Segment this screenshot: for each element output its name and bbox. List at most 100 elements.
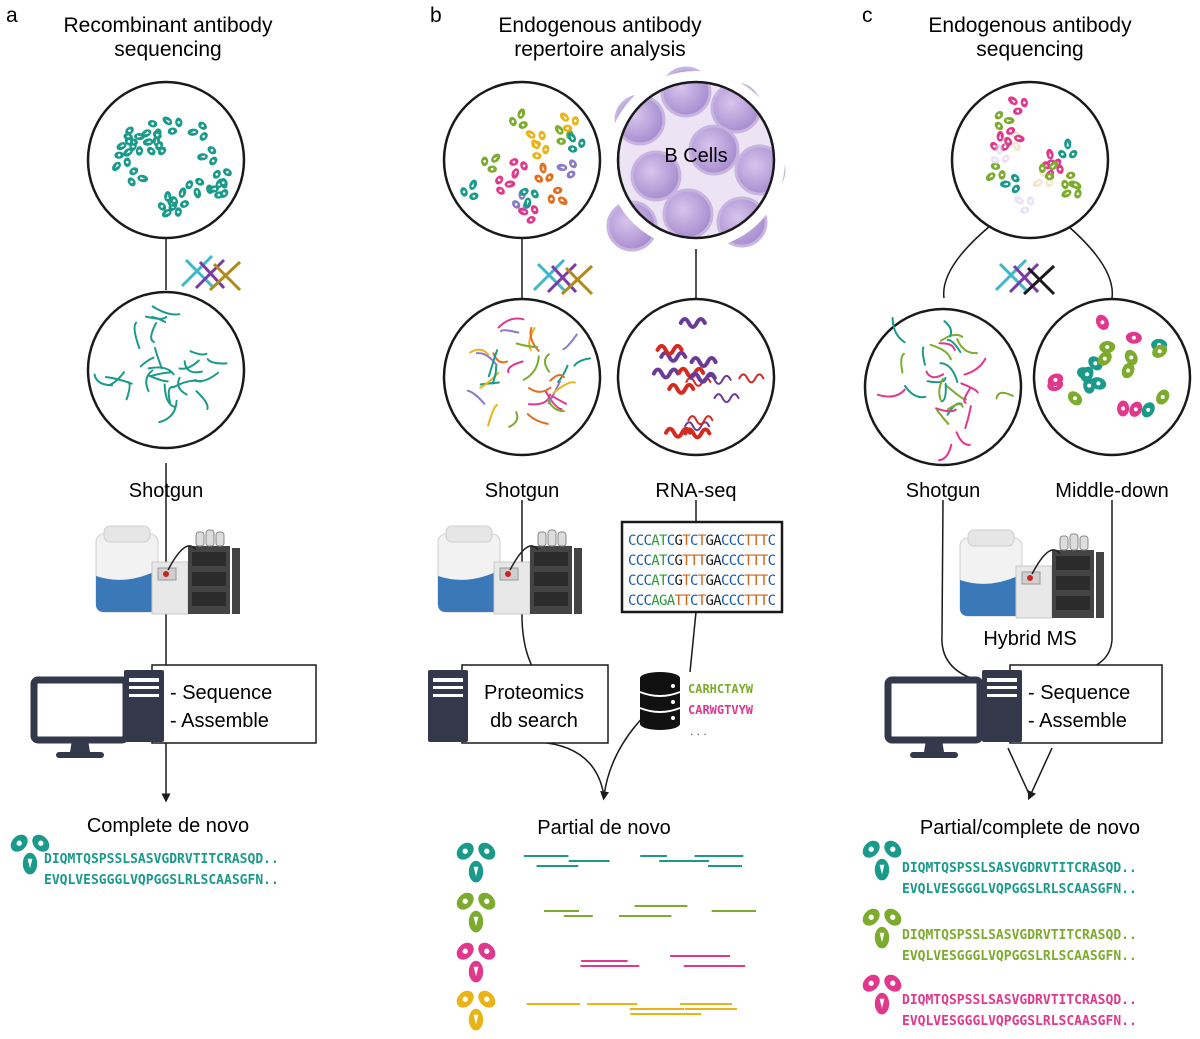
panel-a-computer-line1: - Sequence <box>170 682 272 704</box>
panel-a-peptide-circle <box>86 290 246 450</box>
panel-a-title-line2: sequencing <box>114 38 221 61</box>
peptide-fragment <box>946 385 968 401</box>
rna-fragment <box>689 356 718 368</box>
antibody-icon <box>453 839 499 883</box>
rna-seq-read: CCCATCGTTTGACCCTTTC <box>628 553 776 569</box>
peptide-fragment <box>544 390 563 411</box>
scissors-icon <box>180 254 242 292</box>
peptide-fragment <box>943 320 953 338</box>
peptide-fragment <box>963 357 987 376</box>
peptide-fragment <box>963 386 972 404</box>
rna-seq-read: CCCATCGTCTGACCCTTTC <box>628 533 776 549</box>
panel-c-peptide-circle <box>863 307 1023 467</box>
peptide-fragment <box>557 364 569 384</box>
peptide-fragment <box>543 353 551 373</box>
rna-fragment <box>678 317 707 329</box>
rna-fragment <box>667 382 696 395</box>
panel-c-title-line1: Endogenous antibody <box>928 14 1132 37</box>
peptide-fragment <box>158 399 178 424</box>
peptide-fragment <box>562 333 578 351</box>
scissors-icon <box>994 258 1056 296</box>
panel-a-seq2: EVQLVESGGGLVQPGGSLRLSCAASGFN.. <box>44 873 279 888</box>
peptide-fragment <box>528 327 536 352</box>
peptide-fragment <box>938 377 944 401</box>
panel-b-db-line1: Proteomics <box>484 682 584 704</box>
panel-b-rna-circle <box>616 297 776 457</box>
panel-b-peptides <box>466 317 591 428</box>
panel-c-seq1-pink: DIQMTQSPSSLSASVGDRVTITCRASQD.. <box>902 993 1137 1008</box>
mass-spectrometer-icon <box>95 525 241 615</box>
peptide-fragment <box>940 333 964 342</box>
panel-c-subunit-circle <box>1032 297 1192 457</box>
peptide-fragment <box>549 374 565 382</box>
partial-coverage-rows <box>453 839 756 1031</box>
peptide-fragment <box>552 381 576 394</box>
panel-a: a Recombinant antibody sequencing Shotgu… <box>6 4 317 888</box>
peptide-fragment <box>904 384 927 399</box>
rna-fragment <box>655 343 684 356</box>
peptide-fragment <box>946 403 964 411</box>
database-icon <box>639 671 681 731</box>
panel-c-peptides <box>876 316 1014 462</box>
peptide-fragment <box>956 338 979 355</box>
peptide-fragment <box>955 431 971 446</box>
peptide-fragment <box>475 352 498 367</box>
panel-b-letter: b <box>430 4 442 27</box>
peptide-fragment <box>508 411 519 428</box>
panel-c-title-line2: sequencing <box>976 38 1083 61</box>
peptide-fragment <box>195 390 209 411</box>
panel-b-cdr1: CARHCTAYW <box>688 682 754 696</box>
peptide-fragment <box>163 383 176 408</box>
panel-a-letter: a <box>6 4 18 27</box>
computer-monitor-icon <box>888 680 980 758</box>
rna-fragment <box>713 393 740 404</box>
panel-a-computer-box <box>151 664 317 744</box>
antibody-icon <box>859 837 905 881</box>
panel-a-antibody-circle <box>86 80 246 240</box>
peptide-fragment <box>150 322 158 343</box>
panel-b-bcells-label: B Cells <box>664 145 727 167</box>
peptide-fragment <box>900 352 906 374</box>
rna-seq-reads-box <box>620 520 784 614</box>
antibody-icon <box>453 939 499 983</box>
peptide-fragment <box>995 391 1014 400</box>
panel-c-method-right: Middle-down <box>1055 480 1168 502</box>
panel-c: c Endogenous antibody sequencing Shotgun… <box>859 4 1192 1029</box>
peptide-fragment <box>946 338 962 354</box>
peptide-fragment <box>104 376 133 385</box>
panel-c-seq1-teal: DIQMTQSPSSLSASVGDRVTITCRASQD.. <box>902 861 1137 876</box>
peptide-fragment <box>547 398 565 413</box>
peptide-fragment <box>528 386 552 393</box>
peptide-fragment <box>177 376 188 396</box>
panel-b-method-left: Shotgun <box>485 480 560 502</box>
panel-c-subunits <box>1047 314 1170 418</box>
peptide-fragment <box>133 321 141 350</box>
panel-c-result: Partial/complete de novo <box>920 817 1140 839</box>
peptide-fragment <box>929 343 952 361</box>
antibody-icon <box>859 905 905 949</box>
rna-fragment <box>738 373 765 384</box>
peptide-fragment <box>515 342 539 349</box>
panel-a-title-line1: Recombinant antibody <box>64 14 273 37</box>
peptide-fragment <box>507 360 524 374</box>
computer-tower-icon <box>982 670 1022 742</box>
peptide-fragment <box>522 355 540 381</box>
peptide-fragment <box>189 350 208 356</box>
panel-a-result: Complete de novo <box>87 815 249 837</box>
panel-c-seq2-teal: EVQLVESGGGLVQPGGSLRLSCAASGFN.. <box>902 882 1137 897</box>
panel-c-seq2-pink: EVQLVESGGGLVQPGGSLRLSCAASGFN.. <box>902 1014 1137 1029</box>
peptide-fragment <box>551 394 568 405</box>
rna-fragment <box>688 371 717 384</box>
b-cell <box>630 150 682 202</box>
peptide-fragment <box>149 371 174 378</box>
rna-seq-read: CCCAGATTCTGACCCTTTC <box>628 593 776 609</box>
mass-spectrometer-icon <box>437 525 583 615</box>
panel-c-computer-box <box>1009 664 1163 744</box>
panel-c-letter: c <box>862 4 873 27</box>
antibody-icon <box>453 889 499 933</box>
peptide-fragment <box>935 408 950 425</box>
computer-monitor-icon <box>34 680 126 758</box>
antibody-icon <box>859 971 905 1015</box>
peptide-fragment <box>925 370 945 379</box>
